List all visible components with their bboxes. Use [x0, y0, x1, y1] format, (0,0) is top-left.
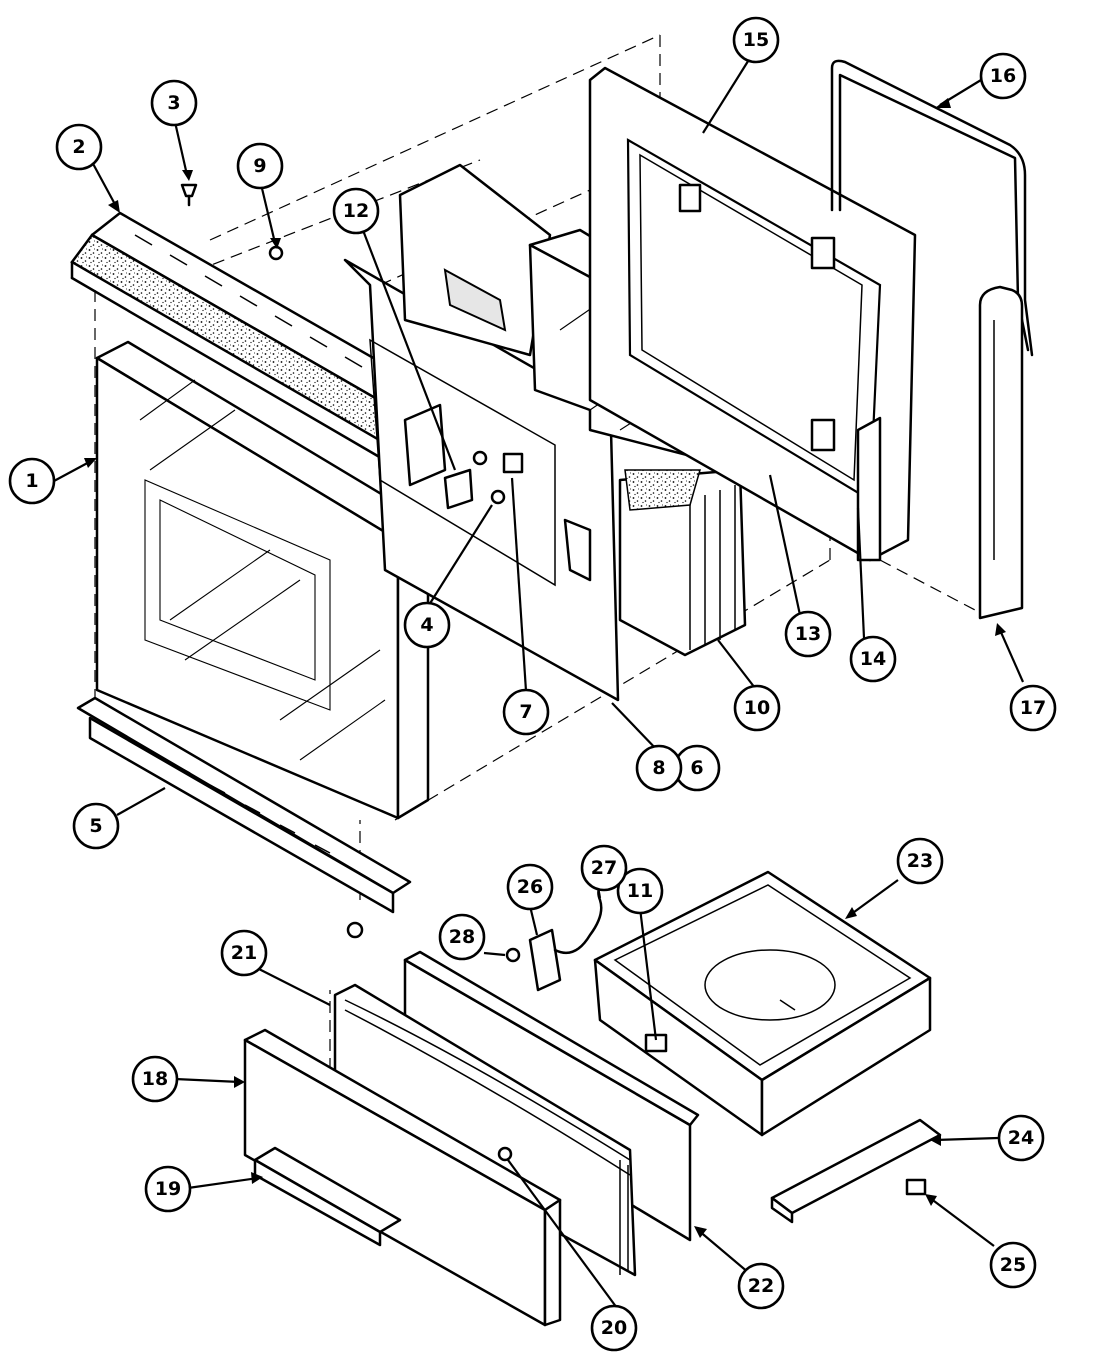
door-side-trim [978, 285, 1024, 620]
svg-text:26: 26 [517, 876, 543, 898]
callout-26: 26 [506, 863, 554, 911]
svg-text:16: 16 [990, 65, 1016, 87]
callout-12: 12 [332, 187, 380, 235]
callout-9: 9 [236, 142, 284, 190]
callout-10: 10 [733, 684, 781, 732]
callout-4: 4 [403, 601, 451, 649]
callout-7: 7 [502, 688, 550, 736]
callout-20: 20 [590, 1304, 638, 1352]
svg-text:19: 19 [155, 1178, 181, 1200]
svg-text:6: 6 [690, 757, 703, 779]
svg-text:27: 27 [591, 857, 617, 879]
callout-16: 16 [979, 52, 1027, 100]
svg-text:28: 28 [449, 926, 475, 948]
svg-text:1: 1 [25, 470, 38, 492]
svg-text:24: 24 [1008, 1127, 1034, 1149]
callout-25: 25 [989, 1241, 1037, 1289]
callout-2: 2 [55, 123, 103, 171]
callout-5: 5 [72, 802, 120, 850]
callout-28: 28 [438, 913, 486, 961]
svg-text:25: 25 [1000, 1254, 1026, 1276]
callout-22: 22 [737, 1262, 785, 1310]
svg-text:21: 21 [231, 942, 257, 964]
door-frame [588, 66, 917, 562]
callout-11: 11 [616, 867, 664, 915]
callout-18: 18 [131, 1055, 179, 1103]
door-hardware [180, 183, 524, 510]
callout-23: 23 [896, 837, 944, 885]
svg-text:18: 18 [142, 1068, 168, 1090]
callout-19: 19 [144, 1165, 192, 1213]
callout-1: 1 [8, 457, 56, 505]
lower-door-trim [76, 245, 412, 939]
svg-text:13: 13 [795, 623, 821, 645]
svg-text:22: 22 [748, 1275, 774, 1297]
svg-text:2: 2 [72, 136, 85, 158]
door-insulation [398, 163, 747, 657]
svg-text:9: 9 [253, 155, 266, 177]
svg-text:17: 17 [1020, 697, 1046, 719]
callout-27: 27 [580, 844, 628, 892]
drawer-rail [770, 1118, 942, 1224]
callout-21: 21 [220, 929, 268, 977]
svg-text:23: 23 [907, 850, 933, 872]
callout-8: 8 [635, 744, 683, 792]
svg-text:10: 10 [744, 697, 770, 719]
callout-3: 3 [150, 79, 198, 127]
callout-15: 15 [732, 16, 780, 64]
svg-text:12: 12 [343, 200, 369, 222]
callout-6: 6 [673, 744, 721, 792]
drawer-front-panel [243, 1028, 562, 1327]
svg-text:8: 8 [652, 757, 665, 779]
outer-door-panel [95, 340, 430, 820]
svg-text:3: 3 [167, 92, 180, 114]
leader-lines [53, 57, 1025, 1309]
callout-17: 17 [1009, 684, 1057, 732]
svg-text:11: 11 [627, 880, 653, 902]
callout-14: 14 [849, 635, 897, 683]
svg-text:20: 20 [601, 1317, 627, 1339]
callout-13: 13 [784, 610, 832, 658]
svg-text:14: 14 [860, 648, 886, 670]
svg-text:15: 15 [743, 29, 769, 51]
svg-text:7: 7 [519, 701, 532, 723]
callout-24: 24 [997, 1114, 1045, 1162]
drawer-body [593, 870, 932, 1137]
svg-text:5: 5 [89, 815, 102, 837]
svg-text:4: 4 [420, 614, 433, 636]
